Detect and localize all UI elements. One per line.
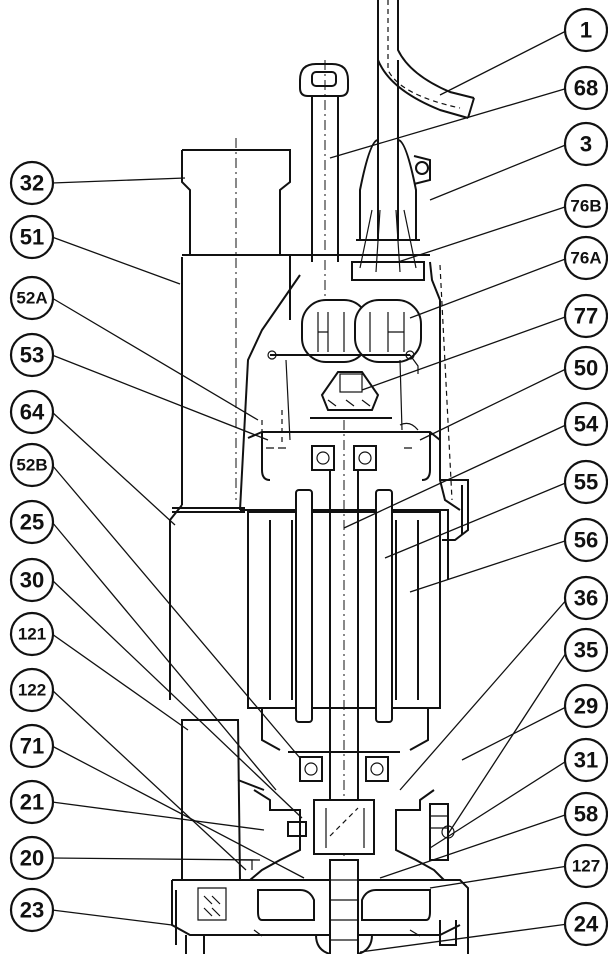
svg-text:30: 30	[20, 568, 44, 593]
svg-text:21: 21	[20, 790, 44, 815]
callout-36: 36	[563, 575, 608, 621]
svg-text:52A: 52A	[16, 289, 47, 308]
callout-29: 29	[563, 683, 608, 729]
callout-21: 21	[9, 779, 55, 825]
callout-32: 32	[9, 160, 55, 206]
callout-31: 31	[563, 737, 608, 783]
svg-text:58: 58	[574, 802, 598, 827]
callout-55: 55	[563, 459, 608, 505]
svg-text:121: 121	[18, 625, 46, 644]
svg-text:56: 56	[574, 528, 598, 553]
cable-entry	[351, 139, 431, 281]
svg-text:52B: 52B	[16, 456, 47, 475]
callout-127: 127	[563, 843, 608, 889]
svg-text:1: 1	[580, 18, 592, 43]
svg-text:64: 64	[20, 400, 45, 425]
callout-1: 1	[563, 7, 608, 53]
svg-text:127: 127	[572, 857, 600, 876]
callout-23: 23	[9, 887, 55, 933]
svg-text:31: 31	[574, 748, 598, 773]
svg-text:50: 50	[574, 356, 598, 381]
svg-text:53: 53	[20, 343, 44, 368]
callout-30: 30	[9, 557, 55, 603]
svg-text:51: 51	[20, 225, 44, 250]
svg-text:71: 71	[20, 734, 44, 759]
lower-seal-area	[249, 751, 455, 881]
svg-text:20: 20	[20, 846, 44, 871]
svg-text:55: 55	[574, 470, 598, 495]
base-stand	[185, 934, 373, 954]
callout-77: 77	[563, 293, 608, 339]
callout-56: 56	[563, 517, 608, 563]
motor-housing	[239, 261, 469, 541]
callout-52a: 52A	[9, 275, 55, 321]
svg-text:3: 3	[580, 132, 592, 157]
svg-text:122: 122	[18, 681, 46, 700]
callout-58: 58	[563, 791, 608, 837]
svg-text:77: 77	[574, 304, 598, 329]
leader-lines	[51, 29, 569, 953]
svg-text:24: 24	[574, 912, 599, 937]
callout-76a: 76A	[563, 235, 608, 281]
svg-text:23: 23	[20, 898, 44, 923]
svg-text:36: 36	[574, 586, 598, 611]
callout-121: 121	[9, 611, 55, 657]
lifting-handle	[299, 60, 349, 300]
callout-51: 51	[9, 214, 55, 260]
callout-24: 24	[563, 901, 608, 947]
callout-64: 64	[9, 389, 55, 435]
svg-text:68: 68	[574, 76, 598, 101]
callout-71: 71	[9, 723, 55, 769]
callout-53: 53	[9, 332, 55, 378]
svg-text:25: 25	[20, 510, 44, 535]
discharge-column	[169, 138, 430, 700]
callout-3: 3	[563, 121, 608, 167]
terminal-block	[267, 299, 422, 374]
callout-50: 50	[563, 345, 608, 391]
callout-68: 68	[563, 65, 608, 111]
pump-casing	[171, 859, 469, 954]
callout-54: 54	[563, 401, 608, 447]
upper-bearing-bracket	[247, 410, 441, 481]
callout-76b: 76B	[563, 183, 608, 229]
callout-35: 35	[563, 627, 608, 673]
svg-text:76A: 76A	[570, 249, 601, 268]
thermal-protector	[285, 359, 403, 441]
callout-25: 25	[9, 499, 55, 545]
svg-text:76B: 76B	[570, 197, 601, 216]
svg-text:54: 54	[574, 412, 599, 437]
callout-122: 122	[9, 667, 55, 713]
stator-rotor	[240, 420, 449, 954]
callout-52b: 52B	[9, 442, 55, 488]
svg-text:29: 29	[574, 694, 598, 719]
side-chamber	[181, 719, 265, 881]
callout-20: 20	[9, 835, 55, 881]
svg-text:32: 32	[20, 171, 44, 196]
svg-text:35: 35	[574, 638, 598, 663]
